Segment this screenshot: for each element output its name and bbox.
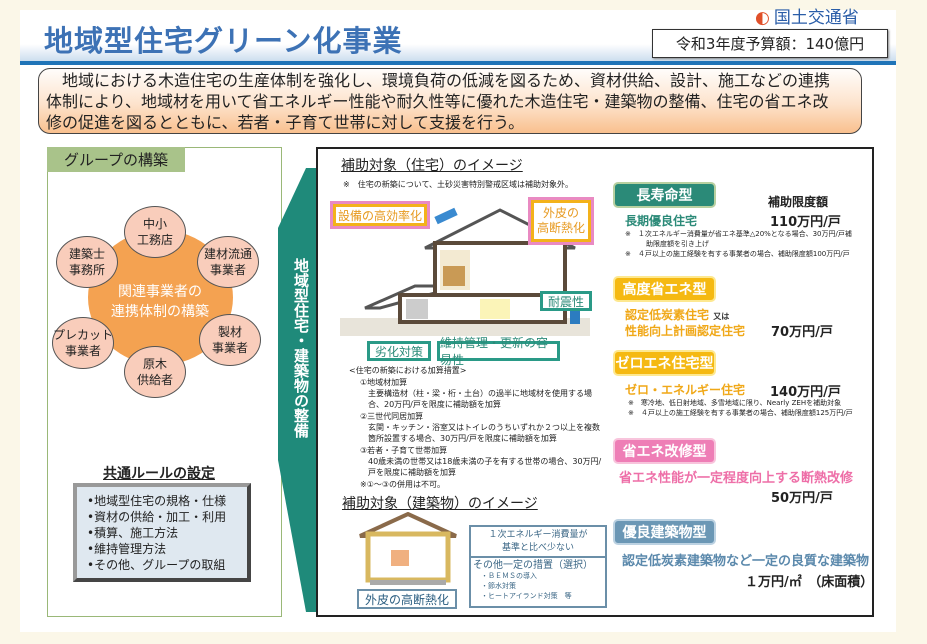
bonus-text: 40歳未満の世帯又は18歳未満の子を有する世帯の場合、30万円/戸を限度に補助額… bbox=[368, 457, 602, 477]
group-heading: グループの構築 bbox=[47, 147, 185, 172]
bonus-title: ②三世代同居加算 bbox=[360, 412, 424, 421]
category-zero-energy: ゼロエネ住宅型 bbox=[613, 350, 716, 376]
limit-heading: 補助限度額 bbox=[768, 195, 829, 209]
rule-item: •資材の供給・加工・利用 bbox=[87, 510, 227, 524]
long-life-amount: 110万円/戸 bbox=[770, 215, 841, 230]
summary-box: 地域における木造住宅の生産体制を強化し、環境負荷の低減を図るため、資材供給、設計… bbox=[38, 68, 862, 134]
logo-icon: ◐ bbox=[755, 8, 770, 28]
high-eco-amount: 70万円/戸 bbox=[771, 325, 833, 340]
bonus-text: 主要構造材（柱・梁・桁・土台）の過半に地域材を使用する場合、20万円/戸を限度に… bbox=[368, 389, 592, 409]
housing-heading: 補助対象（住宅）のイメージ bbox=[341, 158, 523, 174]
bonus-title: ③若者・子育て世帯加算 bbox=[360, 446, 448, 455]
renovation-amount: 50万円/戸 bbox=[771, 491, 833, 506]
category-renovation: 省エネ改修型 bbox=[613, 438, 716, 464]
zero-energy-item: ゼロ・エネルギー住宅 bbox=[625, 383, 746, 397]
node-contractor: 中小工務店 bbox=[124, 206, 186, 258]
house-illustration bbox=[340, 207, 590, 336]
housing-note: ※ 住宅の新築について、土砂災害特別警戒区域は補助対象外。 bbox=[343, 180, 574, 189]
node-sawmill: 製材事業者 bbox=[199, 314, 261, 366]
bonus-list: ①地域材加算 主要構造材（柱・梁・桁・土台）の過半に地域材を使用する場合、20万… bbox=[360, 377, 605, 490]
bonus-heading: <住宅の新築における加算措置> bbox=[349, 366, 467, 375]
header-line bbox=[20, 61, 896, 65]
node-log-supplier: 原木供給者 bbox=[124, 346, 186, 398]
summary-line: 修の促進を図るとともに、若者・子育て世帯に対して支援を行う。 bbox=[46, 113, 525, 132]
rules-heading: 共通ルールの設定 bbox=[103, 466, 215, 482]
node-architect: 建築士事務所 bbox=[56, 236, 118, 288]
bonus-text: 玄関・キッチン・浴室又はトイレのうちいずれか２つ以上を複数箇所設置する場合、30… bbox=[368, 423, 600, 443]
zero-energy-amount: 140万円/戸 bbox=[770, 385, 841, 400]
building-heading: 補助対象（建築物）のイメージ bbox=[342, 496, 538, 512]
high-eco-item2: 性能向上計画認定住宅 bbox=[625, 324, 746, 338]
ministry-logo: ◐国土交通省 bbox=[755, 9, 859, 27]
building-item: 認定低炭素建築物など一定の良質な建築物 bbox=[622, 554, 870, 569]
arrow-text: 地域型住宅・建築物の整備 bbox=[292, 258, 310, 438]
rules-box: •地域型住宅の規格・仕様 •資材の供給・加工・利用 •積算、施工方法 •維持管理… bbox=[73, 483, 251, 582]
rule-item: •地域型住宅の規格・仕様 bbox=[87, 494, 227, 508]
node-precut: プレカット事業者 bbox=[52, 317, 114, 369]
building-envelope-label: 外皮の高断熱化 bbox=[357, 589, 457, 609]
building-criteria-box: １次エネルギー消費量が基準と比べ少ない その他一定の措置（選択） ・ＢＥＭＳの導… bbox=[469, 525, 607, 608]
category-high-eco: 高度省エネ型 bbox=[613, 276, 716, 302]
bonus-title: ①地域材加算 bbox=[360, 378, 408, 387]
rule-item: •その他、グループの取組 bbox=[87, 558, 226, 572]
label-maintenance: 維持管理・更新の容易性 bbox=[437, 336, 560, 367]
long-life-notes: ※ １次エネルギー消費量が省エネ基準△20%となる場合、30万円/戸補 助限度額… bbox=[625, 230, 852, 258]
building-amount: １万円/㎡ （床面積） bbox=[745, 575, 874, 590]
long-life-item: 長期優良住宅 bbox=[625, 214, 698, 228]
label-envelope-insulation: 外皮の高断熱化 bbox=[528, 197, 594, 245]
label-equipment-efficiency: 設備の高効率化 bbox=[330, 201, 430, 229]
bonus-note: ※①～③の併用は不可。 bbox=[360, 480, 446, 489]
rule-item: •維持管理方法 bbox=[87, 542, 167, 556]
high-eco-item1: 認定低炭素住宅 又は bbox=[625, 308, 730, 322]
budget-box: 令和3年度予算額：140億円 bbox=[652, 29, 888, 58]
renovation-item: 省エネ性能が一定程度向上する断熱改修 bbox=[619, 471, 854, 486]
rule-item: •積算、施工方法 bbox=[87, 526, 179, 540]
category-long-life: 長寿命型 bbox=[613, 182, 716, 208]
label-degradation: 劣化対策 bbox=[367, 341, 431, 361]
center-text: 関連事業者の連携体制の構築 bbox=[111, 284, 209, 320]
logo-text: 国土交通省 bbox=[773, 8, 859, 28]
label-seismic: 耐震性 bbox=[540, 291, 592, 311]
arrow-shape bbox=[278, 168, 318, 612]
zero-energy-notes: ※ 寒冷地、低日射地域、多雪地域に限り、Nearly ZEHを補助対象※ ４戸以… bbox=[628, 399, 853, 417]
building-illustration bbox=[359, 512, 457, 585]
category-building: 優良建築物型 bbox=[613, 519, 716, 545]
summary-line: 体制により、地域材を用いて省エネルギー性能や耐久性等に優れた木造住宅・建築物の整… bbox=[46, 92, 829, 111]
page-title: 地域型住宅グリーン化事業 bbox=[44, 24, 403, 58]
node-material-distributor: 建材流通事業者 bbox=[197, 236, 259, 288]
summary-line: 地域における木造住宅の生産体制を強化し、環境負荷の低減を図るため、資材供給、設計… bbox=[46, 71, 831, 90]
